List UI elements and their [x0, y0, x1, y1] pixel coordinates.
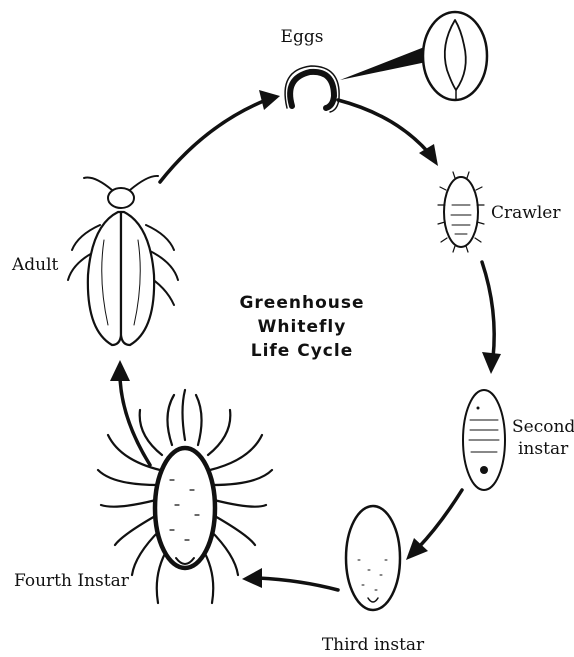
fourth-instar-body [155, 448, 215, 568]
diagram-title: Greenhouse Whitefly Life Cycle [239, 293, 364, 361]
egg-callout-wedge [340, 44, 436, 80]
arrow-adult-to-eggs-head [259, 90, 280, 110]
arrow-crawler-to-second [482, 262, 494, 358]
adult-left-wing [88, 212, 121, 345]
third-instar-body [346, 506, 400, 610]
second-instar-dot [477, 407, 480, 410]
third-instar-illustration [346, 506, 400, 610]
arrow-fourth-to-adult-head [110, 360, 130, 381]
arrow-fourth-to-adult [120, 378, 150, 465]
adult-right-wing [121, 212, 154, 345]
arrow-crawler-to-second-head [482, 352, 501, 374]
title-line-1: Greenhouse [239, 293, 364, 313]
egg-cluster [290, 72, 334, 108]
label-second-instar-line2: instar [518, 439, 569, 459]
arrow-third-to-fourth [258, 578, 338, 590]
label-second-instar-line1: Second [512, 417, 574, 437]
crawler-illustration [438, 172, 484, 252]
second-instar-illustration [463, 390, 505, 490]
label-fourth-instar: Fourth Instar [14, 571, 130, 591]
second-instar-spot [480, 466, 488, 474]
arrow-third-to-fourth-head [242, 568, 262, 588]
adult-head [108, 188, 134, 208]
arrow-eggs-to-crawler [338, 100, 428, 152]
label-third-instar: Third instar [322, 635, 425, 655]
label-crawler: Crawler [491, 203, 561, 223]
adult-illustration [68, 176, 178, 345]
label-adult: Adult [11, 255, 59, 275]
title-line-2: Whitefly [258, 317, 347, 337]
label-eggs: Eggs [281, 27, 324, 47]
title-line-3: Life Cycle [251, 341, 354, 361]
arrow-second-to-third [418, 490, 462, 548]
crawler-body [444, 177, 478, 247]
arrow-adult-to-eggs [160, 100, 266, 182]
